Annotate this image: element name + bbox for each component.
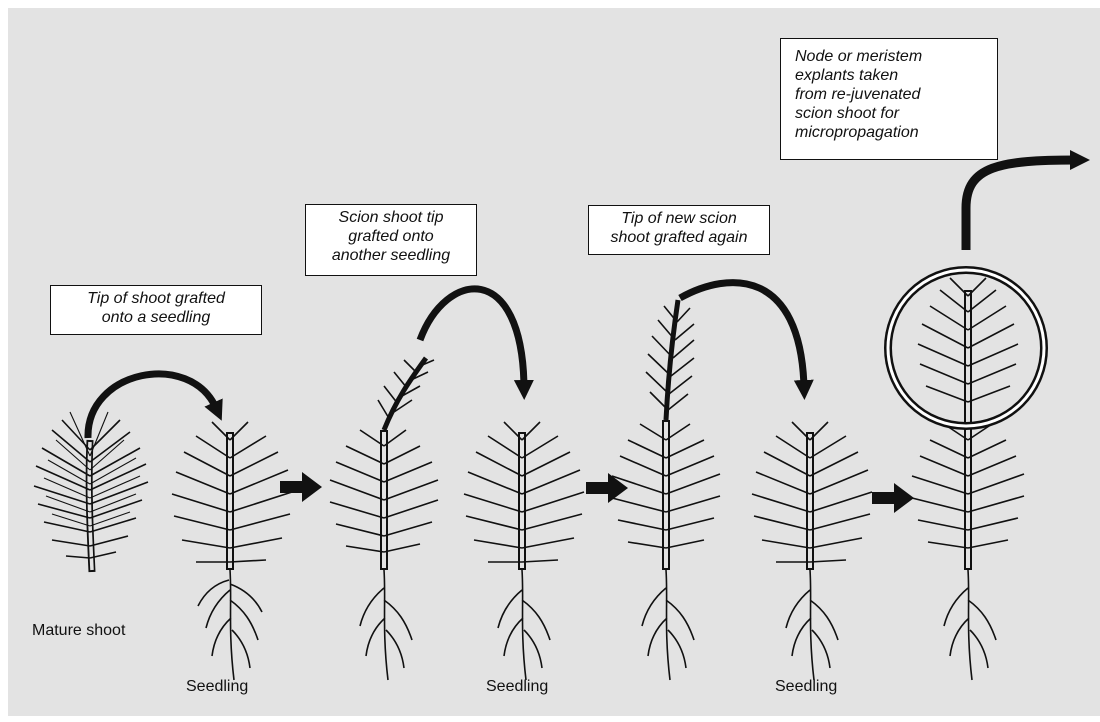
callout-step-4: Node or meristem explants taken from re-… xyxy=(780,38,998,160)
seedling-illustration-2 xyxy=(464,422,584,680)
seedling-illustration-3 xyxy=(752,422,872,680)
callout-step-2: Scion shoot tip grafted onto another see… xyxy=(305,204,477,276)
callout-step-1-line-2: onto a seedling xyxy=(59,308,253,327)
seedling-label-3: Seedling xyxy=(775,678,837,696)
callout-step-2-line-1: Scion shoot tip xyxy=(314,208,468,227)
seedling-label-1: Seedling xyxy=(186,678,248,696)
callout-step-2-line-2: grafted onto xyxy=(314,227,468,246)
callout-step-3: Tip of new scion shoot grafted again xyxy=(588,205,770,255)
callout-step-3-line-1: Tip of new scion xyxy=(597,209,761,228)
callout-step-1-line-1: Tip of shoot grafted xyxy=(59,289,253,308)
seedling-label-2: Seedling xyxy=(486,678,548,696)
callout-step-1: Tip of shoot grafted onto a seedling xyxy=(50,285,262,335)
step-arrow-2 xyxy=(586,473,628,503)
grafted-seedling-illustration-2 xyxy=(612,300,720,680)
callout-step-4-line-4: scion shoot for xyxy=(795,104,983,123)
callout-step-3-line-2: shoot grafted again xyxy=(597,228,761,247)
callout-step-4-line-1: Node or meristem xyxy=(795,47,983,66)
grafted-seedling-illustration-1 xyxy=(330,358,438,680)
explant-arrow xyxy=(966,160,1076,250)
graft-arrow-2 xyxy=(420,289,524,386)
rejuvenated-plant-illustration xyxy=(888,270,1044,680)
mature-shoot-label: Mature shoot xyxy=(32,622,125,640)
graft-arrow-1 xyxy=(88,374,216,438)
callout-step-4-line-2: explants taken xyxy=(795,66,983,85)
callout-step-2-line-3: another seedling xyxy=(314,246,468,265)
callout-step-4-line-3: from re-juvenated xyxy=(795,85,983,104)
step-arrow-3 xyxy=(872,483,914,513)
step-arrow-1 xyxy=(280,472,322,502)
seedling-illustration-1 xyxy=(172,422,292,680)
callout-step-4-line-5: micropropagation xyxy=(795,123,983,142)
graft-arrow-3 xyxy=(680,283,804,386)
